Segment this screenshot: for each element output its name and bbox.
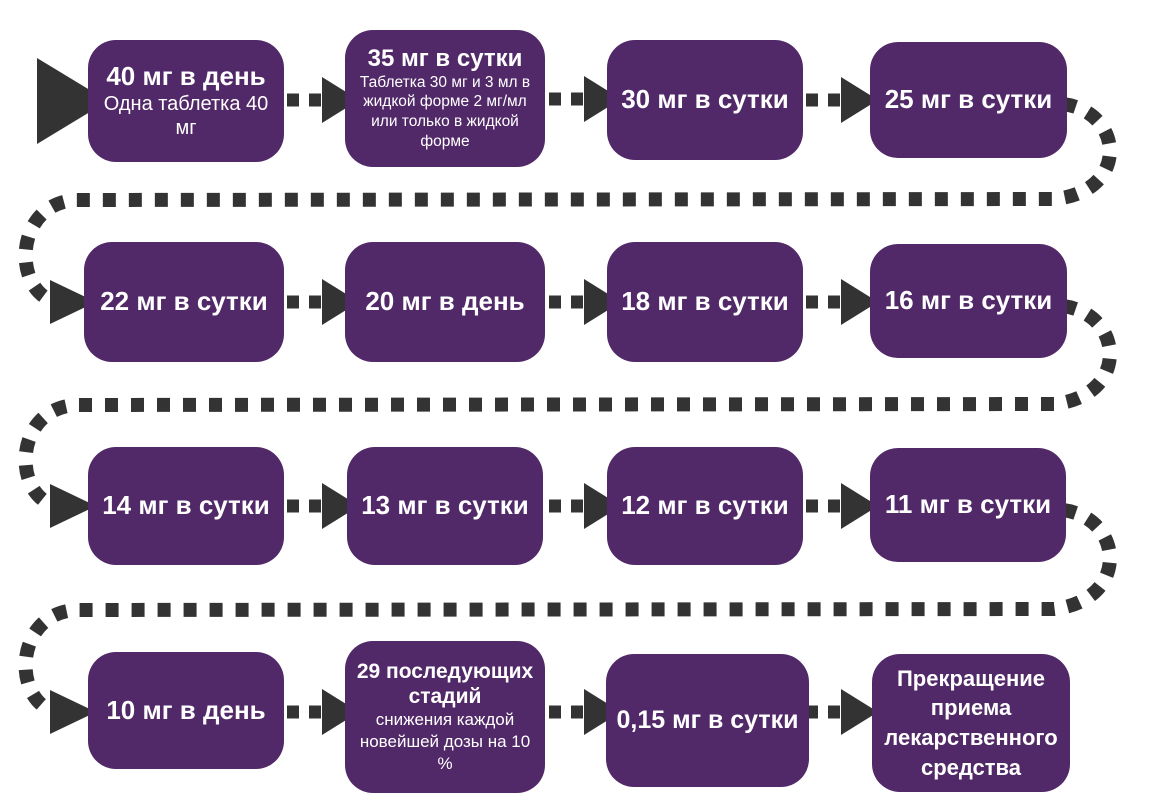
flow-step-1: 40 мг в день Одна таблетка 40 мг (88, 40, 284, 162)
step-title: 40 мг в день (106, 61, 266, 92)
step-title: 20 мг в день (365, 286, 525, 317)
arrow-right-icon (322, 689, 359, 735)
arrow-right-icon (841, 483, 878, 529)
step-title: 30 мг в сутки (621, 84, 789, 115)
arrow-right-icon (584, 279, 621, 325)
flow-step-9: 14 мг в сутки (88, 447, 284, 565)
flow-step-15: 0,15 мг в сутки (606, 654, 809, 787)
step-title: 11 мг в сутки (884, 489, 1052, 520)
step-title: 29 последующих стадий (356, 659, 534, 708)
step-title: Прекращение приема лекарственного средст… (884, 665, 1058, 780)
arrow-right-icon (322, 483, 359, 529)
arrow-right-icon (50, 280, 96, 324)
step-title: 22 мг в сутки (100, 286, 268, 317)
arrow-right-icon (584, 689, 621, 735)
step-title: 10 мг в день (106, 694, 266, 725)
flow-step-2: 35 мг в сутки Таблетка 30 мг и 3 мл в жи… (345, 30, 545, 167)
step-title: 13 мг в сутки (361, 490, 529, 521)
flow-start-arrow-icon (37, 58, 108, 144)
arrow-right-icon (50, 484, 96, 528)
step-title: 12 мг в сутки (621, 490, 789, 521)
step-title: 18 мг в сутки (621, 286, 789, 317)
arrow-right-icon (584, 483, 621, 529)
step-title: 35 мг в сутки (367, 45, 523, 73)
step-title: 16 мг в сутки (884, 285, 1053, 316)
arrow-right-icon (841, 689, 878, 735)
flow-step-4: 25 мг в сутки (870, 42, 1067, 158)
flow-step-5: 22 мг в сутки (84, 242, 284, 362)
flow-step-11: 12 мг в сутки (607, 447, 803, 565)
u-turn-connector (18, 503, 1117, 716)
flow-step-12: 11 мг в сутки (870, 448, 1066, 562)
flow-step-13: 10 мг в день (88, 652, 284, 769)
arrow-right-icon (50, 690, 96, 734)
step-subtitle: Одна таблетка 40 мг (103, 92, 269, 139)
step-title: 0,15 мг в сутки (616, 706, 799, 735)
flow-step-7: 18 мг в сутки (607, 242, 803, 362)
step-subtitle: Таблетка 30 мг и 3 мл в жидкой форме 2 м… (359, 73, 531, 151)
flow-step-14: 29 последующих стадий снижения каждой но… (345, 641, 545, 793)
flow-step-16: Прекращение приема лекарственного средст… (872, 654, 1070, 792)
flow-step-10: 13 мг в сутки (347, 447, 543, 565)
arrow-right-icon (584, 76, 621, 122)
arrow-right-icon (841, 77, 878, 123)
u-turn-connector (18, 299, 1117, 510)
flow-step-6: 20 мг в день (345, 242, 545, 362)
step-subtitle: снижения каждой новейшей дозы на 10 % (359, 710, 531, 774)
arrow-right-icon (322, 279, 359, 325)
flow-step-8: 16 мг в сутки (870, 244, 1067, 358)
step-title: 14 мг в сутки (102, 490, 270, 521)
step-title: 25 мг в сутки (884, 84, 1053, 115)
u-turn-connector (18, 97, 1117, 306)
flow-step-3: 30 мг в сутки (607, 40, 803, 160)
arrow-right-icon (841, 279, 878, 325)
arrow-right-icon (322, 77, 359, 123)
